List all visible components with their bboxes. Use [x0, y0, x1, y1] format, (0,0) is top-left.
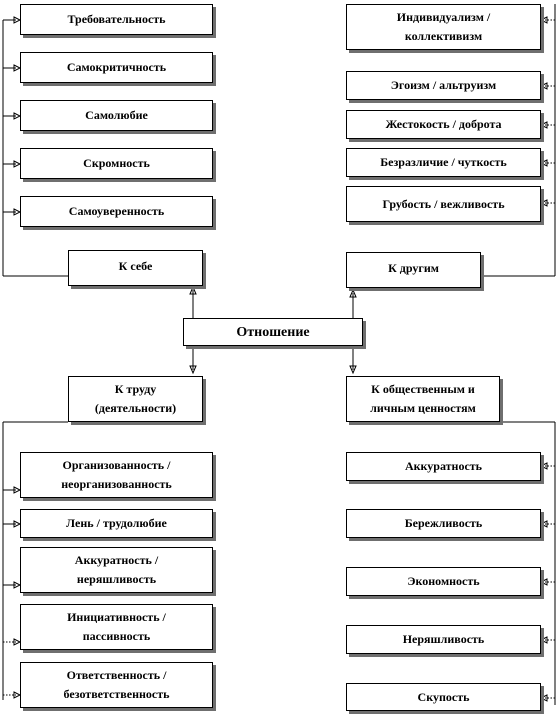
values-item: Бережливость — [346, 509, 541, 538]
work-item: Организованность / неорганизованность — [20, 452, 213, 498]
work-item: Аккуратность / неряшливость — [20, 547, 213, 593]
others-item: Эгоизм / альтруизм — [346, 71, 541, 100]
self-item: Самолюбие — [20, 100, 213, 131]
category-self: К себе — [68, 250, 203, 286]
others-item: Жестокость / доброта — [346, 110, 541, 139]
values-item: Экономность — [346, 567, 541, 596]
work-item: Ответственность / безответственность — [20, 662, 213, 708]
category-others: К другим — [346, 252, 481, 288]
category-values: К общественным и личным ценностям — [346, 376, 500, 422]
values-item: Неряшливость — [346, 625, 541, 654]
others-item: Грубость / вежливость — [346, 186, 541, 222]
values-item: Аккуратность — [346, 452, 541, 481]
self-item: Самокритичность — [20, 52, 213, 83]
others-item: Индивидуализм / коллективизм — [346, 4, 541, 50]
self-item: Самоуверенность — [20, 196, 213, 227]
values-item: Скупость — [346, 683, 541, 711]
category-work: К труду (деятельности) — [68, 376, 203, 422]
others-item: Безразличие / чуткость — [346, 148, 541, 177]
center-node: Отношение — [183, 318, 363, 346]
work-item: Лень / трудолюбие — [20, 509, 213, 538]
self-item: Скромность — [20, 148, 213, 179]
work-item: Инициативность / пассивность — [20, 604, 213, 650]
self-item: Требовательность — [20, 4, 213, 35]
